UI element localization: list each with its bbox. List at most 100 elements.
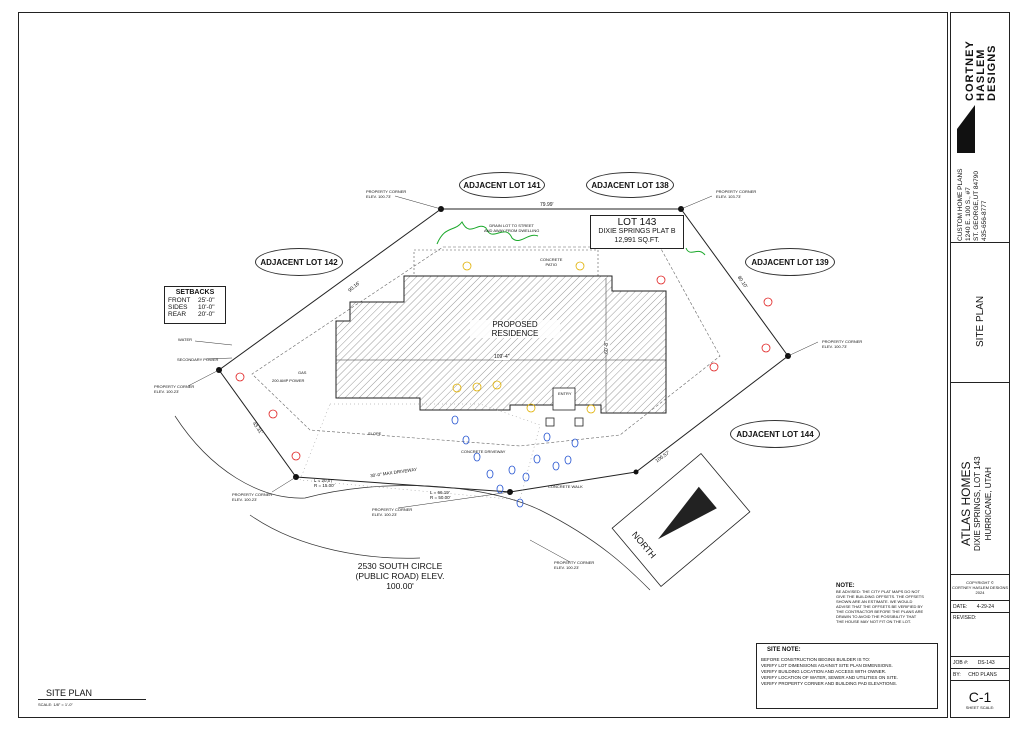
label-gas: GAS bbox=[298, 370, 307, 375]
label-slope: SLOPE bbox=[368, 431, 382, 436]
road-type: (PUBLIC ROAD) ELEV. bbox=[355, 571, 445, 581]
setback-sides-value: 10'-0" bbox=[198, 304, 215, 311]
copyright-line2: CORTNEY HASLEM DESIGNS bbox=[951, 585, 1009, 590]
corner-s-elev: ELEV. 100.23' bbox=[554, 565, 580, 570]
porch-post-right bbox=[574, 417, 584, 427]
adjacent-lot-139: ADJACENT LOT 139 bbox=[745, 248, 835, 276]
tb-brand: CORTNEY HASLEM DESIGNS CUSTOM HOME PLANS… bbox=[951, 13, 1009, 243]
tb-sheet-title: SITE PLAN bbox=[951, 243, 1009, 383]
adjacent-lot-141: ADJACENT LOT 141 bbox=[459, 172, 545, 198]
corner-ne-label: PROPERTY CORNER bbox=[716, 189, 757, 194]
date-value: 4-29-24 bbox=[976, 604, 994, 610]
road-name: 2530 SOUTH CIRCLE bbox=[357, 561, 443, 571]
lot-info-box: LOT 143 DIXIE SPRINGS PLAT B 12,991 SQ.F… bbox=[590, 215, 684, 249]
site-note-box: SITE NOTE: BEFORE CONSTRUCTION BEGINS BU… bbox=[756, 643, 938, 709]
job-label: JOB #: bbox=[953, 660, 969, 666]
corner-nw-label: PROPERTY CORNER bbox=[366, 189, 407, 194]
by-value: CHD PLANS bbox=[968, 672, 997, 678]
note-block: NOTE: BE ADVISED: THE CITY PLAT MAPS DO … bbox=[836, 583, 936, 624]
site-note-title: SITE NOTE: bbox=[767, 647, 801, 653]
corner-sw1-elev: ELEV. 100.23' bbox=[232, 497, 258, 502]
label-secondary-power: SECONDARY POWER bbox=[177, 357, 219, 362]
setback-front-value: 25'-0" bbox=[198, 297, 215, 304]
porch-post-left bbox=[545, 417, 555, 427]
address-line2: 1240 E. 100 S., #7 bbox=[965, 187, 972, 241]
residence-label-line1: PROPOSED bbox=[492, 320, 538, 329]
label-concrete-driveway: CONCRETE DRIVEWAY bbox=[461, 449, 506, 454]
setback-sides-key: SIDES bbox=[168, 304, 188, 311]
sheet-label-scale: SCALE: 1/8" = 1'-0" bbox=[38, 702, 73, 707]
project-info: ATLAS HOMES DIXIE SPRINGS, LOT 143 HURRI… bbox=[959, 456, 994, 551]
note-title: NOTE: bbox=[836, 583, 855, 589]
setback-line bbox=[251, 246, 721, 447]
tb-project: ATLAS HOMES DIXIE SPRINGS, LOT 143 HURRI… bbox=[951, 383, 1009, 575]
sheet-label-title: SITE PLAN bbox=[38, 688, 146, 700]
address-line3: ST. GEORGE,UT 84790 bbox=[973, 171, 980, 241]
label-patio: CONCRETE PATIO bbox=[540, 257, 563, 267]
label-water: WATER bbox=[178, 337, 192, 342]
corner-sw2-elev: ELEV. 100.23' bbox=[372, 512, 398, 517]
residence-label-line2: RESIDENCE bbox=[491, 329, 539, 338]
address-line4: 435-656-8777 bbox=[981, 200, 988, 241]
label-drain: DRAIN LOT TO STREET AND AWAY FROM DWELLI… bbox=[484, 223, 540, 233]
adjacent-lot-141-label: ADJACENT LOT 141 bbox=[463, 180, 541, 190]
label-entry: ENTRY bbox=[558, 391, 572, 396]
revised-label: REVISED: bbox=[953, 615, 977, 621]
tb-by: BY: CHD PLANS bbox=[951, 669, 1009, 681]
corner-w-label: PROPERTY CORNER bbox=[154, 384, 195, 389]
sheet-number: C-1 bbox=[968, 689, 992, 705]
site-note-item: VERIFY BUILDING LOCATION AND ACCESS WITH… bbox=[761, 669, 887, 674]
corner-e-elev: ELEV. 100.73' bbox=[822, 344, 848, 349]
lot-area: 12,991 SQ.FT. bbox=[614, 237, 660, 244]
road-curve-2 bbox=[249, 514, 421, 559]
leader-lines bbox=[187, 195, 819, 563]
lot-number: LOT 143 bbox=[617, 217, 657, 228]
brand-line3: DESIGNS bbox=[986, 44, 998, 101]
residence-label: PROPOSED RESIDENCE bbox=[470, 320, 560, 338]
dim-top: 79.99' bbox=[540, 202, 554, 208]
adjacent-lot-144-label: ADJACENT LOT 144 bbox=[736, 429, 814, 439]
setbacks-title: SETBACKS bbox=[175, 289, 215, 296]
brand-name: CORTNEY HASLEM DESIGNS bbox=[964, 40, 998, 101]
setback-rear-value: 20'-0" bbox=[198, 311, 215, 318]
address-line1: CUSTOM HOME PLANS bbox=[957, 168, 964, 241]
copyright-line3: 2024 bbox=[975, 590, 985, 595]
title-block: CORTNEY HASLEM DESIGNS CUSTOM HOME PLANS… bbox=[950, 12, 1010, 718]
road-curve-1 bbox=[174, 415, 651, 591]
firm-address: CUSTOM HOME PLANS 1240 E. 100 S., #7 ST.… bbox=[957, 169, 989, 241]
tb-date: DATE: 4-29-24 bbox=[951, 601, 1009, 613]
corner-nw-elev: ELEV. 100.73' bbox=[366, 194, 392, 199]
driveway-area bbox=[299, 403, 541, 501]
tb-job: JOB #: DS-143 bbox=[951, 657, 1009, 669]
adjacent-lot-142-label: ADJACENT LOT 142 bbox=[260, 257, 338, 267]
adjacent-lot-138: ADJACENT LOT 138 bbox=[586, 172, 674, 198]
red-shrubs bbox=[235, 275, 773, 461]
site-note-intro: BEFORE CONSTRUCTION BEGINS BUILDER IS TO… bbox=[761, 657, 871, 662]
sheet-scale-label: SHEET SCALE: bbox=[965, 705, 995, 710]
adjacent-lot-142: ADJACENT LOT 142 bbox=[255, 248, 343, 276]
site-note-item: VERIFY PROPERTY CORNER AND BUILDING PAD … bbox=[761, 681, 898, 686]
road-label: 2530 SOUTH CIRCLE (PUBLIC ROAD) ELEV. 10… bbox=[340, 561, 460, 591]
corner-sw2-label: PROPERTY CORNER bbox=[372, 507, 413, 512]
residence-width-label: 109'-4" bbox=[494, 354, 510, 360]
corner-s-label: PROPERTY CORNER bbox=[554, 560, 595, 565]
residence-footprint bbox=[335, 275, 667, 414]
blue-shrubs bbox=[451, 415, 579, 508]
adjacent-lot-144: ADJACENT LOT 144 bbox=[730, 420, 820, 448]
setback-row: SIDES 10'-0" bbox=[168, 304, 222, 311]
drainage-sketch bbox=[436, 221, 539, 245]
property-boundary bbox=[218, 208, 789, 493]
concrete-patio bbox=[413, 249, 599, 277]
lot-plat: DIXIE SPRINGS PLAT B bbox=[598, 228, 676, 235]
site-note-item: VERIFY LOCATION OF WATER, SEWER AND UTIL… bbox=[761, 675, 898, 680]
corner-w-elev: ELEV. 100.23' bbox=[154, 389, 180, 394]
